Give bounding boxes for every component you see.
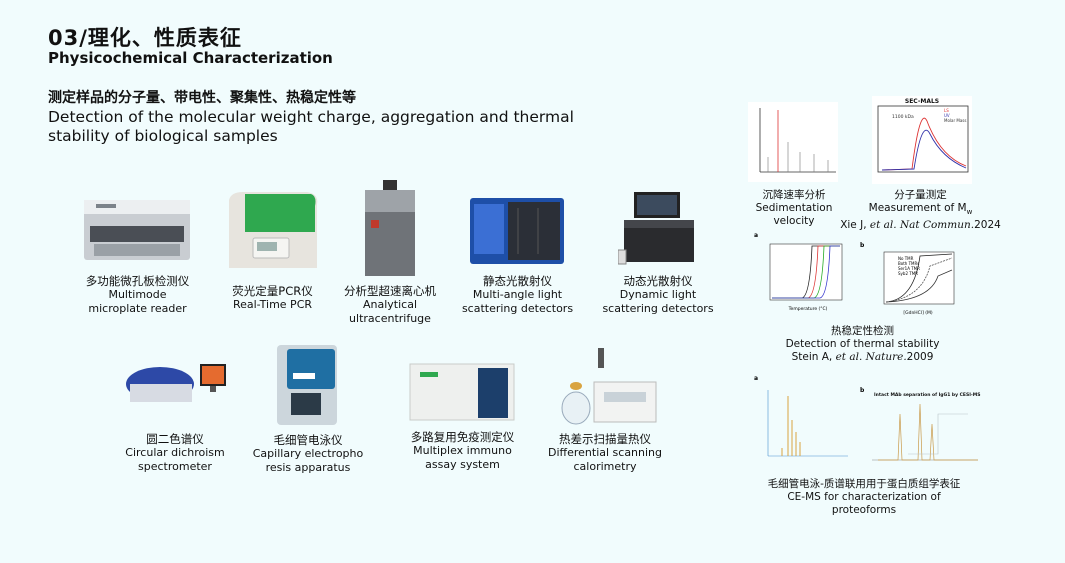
caption-cn: 分子量测定 — [894, 189, 947, 201]
instrument-label-cn: 圆二色谱仪 — [146, 432, 204, 446]
instrument-multiplex-immunoassay: 多路复用免疫测定仪 Multiplex immuno assay system — [395, 360, 530, 472]
instrument-label-en: scattering detectors — [602, 302, 714, 315]
caption-cn: 热稳定性检测 — [831, 325, 894, 337]
ce-ms-caption: 毛细管电泳-质谱联用用于蛋白质组学表征 CE-MS for characteri… — [755, 478, 973, 517]
ce-ms-figure-a: a — [752, 372, 852, 468]
instrument-label-en: Capillary electropho — [252, 447, 364, 460]
instrument-label-cn: 热差示扫描量热仪 — [559, 432, 651, 446]
instrument-label-en: Analytical — [362, 298, 418, 311]
page-title: 03/理化、性质表征 — [48, 26, 242, 50]
thermal-legend: Ser1A TMR — [898, 266, 920, 271]
thermal-caption: 热稳定性检测 Detection of thermal stability St… — [760, 325, 965, 364]
ce-apparatus-image — [273, 345, 343, 427]
pcr-machine-image — [223, 188, 323, 278]
cd-spectrometer-image — [120, 354, 230, 426]
instrument-label-en: Multi-angle light — [472, 288, 563, 301]
caption-en: proteoforms — [831, 504, 897, 516]
panel-label-a: a — [754, 232, 758, 239]
instrument-label-cn: 荧光定量PCR仪 — [232, 284, 313, 298]
instrument-label-en: scattering detectors — [461, 302, 574, 315]
mw-caption: 分子量测定 Measurement of Mw Xie J, et al. Na… — [838, 189, 1003, 232]
sec-mals-chart-title: SEC-MALS — [905, 98, 939, 105]
instrument-label-cn: 多路复用免疫测定仪 — [410, 430, 515, 444]
instrument-capillary-electrophoresis: 毛细管电泳仪 Capillary electropho resis appara… — [248, 345, 368, 475]
page-title-en: Physicochemical Characterization — [48, 49, 333, 67]
sedimentation-caption: 沉降速率分析 Sedimentation velocity — [748, 189, 840, 228]
instrument-label-cn: 毛细管电泳仪 — [273, 433, 343, 447]
instrument-label-en: Dynamic light — [619, 288, 697, 301]
instrument-circular-dichroism: 圆二色谱仪 Circular dichroism spectrometer — [110, 354, 240, 474]
section-subtitle-en: Detection of the molecular weight charge… — [48, 108, 574, 145]
sec-mals-legend: Molar Mass — [944, 118, 966, 123]
caption-citation: Stein A, et al. Nature.2009 — [791, 351, 934, 363]
ce-ms-chart-title: Intact MAb separation of IgG1 by CESI-MS — [874, 392, 981, 398]
instrument-microplate-reader: 多功能微孔板检测仪 Multimode microplate reader — [70, 190, 205, 316]
dls-instrument-image — [618, 192, 698, 268]
instrument-label-en: Multiplex immuno — [413, 444, 512, 457]
instrument-label-en: Multimode — [108, 288, 167, 301]
panel-label-b: b — [860, 387, 865, 394]
instrument-label-en: ultracentrifuge — [349, 312, 431, 325]
instrument-label-en: assay system — [425, 458, 500, 471]
thermal-legend: No TMR — [898, 256, 914, 261]
sedimentation-velocity-figure — [748, 102, 838, 182]
instrument-label-cn: 分析型超速离心机 — [344, 284, 436, 298]
instrument-dsc: 热差示扫描量热仪 Differential scanning calorimet… — [540, 346, 670, 474]
instrument-label-cn: 动态光散射仪 — [623, 274, 693, 288]
sec-mals-legend: LS — [944, 108, 949, 113]
thermal-legend: Syb2 TMR — [898, 271, 918, 276]
instrument-label-en: spectrometer — [138, 460, 212, 473]
sec-mals-legend: UV — [944, 113, 950, 118]
instrument-label-en: Real-Time PCR — [232, 298, 313, 311]
instrument-realtime-pcr: 荧光定量PCR仪 Real-Time PCR — [215, 188, 330, 312]
thermal-xlabel-b: [GdnHCl] (M) — [903, 310, 933, 316]
instrument-ultracentrifuge: 分析型超速离心机 Analytical ultracentrifuge — [335, 180, 445, 326]
instrument-label-cn: 静态光散射仪 — [483, 274, 552, 288]
instrument-dls: 动态光散射仪 Dynamic light scattering detector… — [598, 192, 718, 316]
immunoassay-system-image — [408, 360, 518, 424]
instrument-label-en: Circular dichroism — [125, 446, 225, 459]
dsc-calorimeter-image — [550, 346, 660, 426]
caption-citation: Xie J, et al. Nat Commun.2024 — [840, 219, 1001, 232]
microplate-reader-image — [80, 190, 195, 268]
panel-label-a: a — [754, 375, 758, 382]
instrument-mals: 静态光散射仪 Multi-angle light scattering dete… — [455, 194, 580, 316]
thermal-xlabel-a: Temperature (°C) — [788, 306, 828, 312]
caption-en: velocity — [773, 215, 815, 227]
caption-cn: 毛细管电泳-质谱联用用于蛋白质组学表征 — [767, 478, 961, 490]
instrument-label-en: resis apparatus — [265, 461, 351, 474]
panel-label-b: b — [860, 242, 865, 249]
instrument-label-en: calorimetry — [573, 460, 637, 473]
caption-en: CE-MS for characterization of — [787, 491, 941, 503]
caption-cn: 沉降速率分析 — [762, 189, 826, 201]
caption-en: Sedimentation — [755, 202, 833, 214]
ultracentrifuge-image — [355, 180, 425, 278]
sec-mals-note: 1100 kDa — [892, 114, 914, 120]
caption-en: Measurement of Mw — [868, 202, 973, 217]
instrument-label-en: microplate reader — [88, 302, 187, 315]
thermal-legend: Both TMRs — [898, 261, 919, 266]
instrument-label-cn: 多功能微孔板检测仪 — [85, 274, 190, 288]
instrument-label-en: Differential scanning — [547, 446, 663, 459]
section-subtitle: 测定样品的分子量、带电性、聚集性、热稳定性等 — [48, 90, 356, 106]
caption-en: Detection of thermal stability — [785, 338, 940, 350]
mals-detector-image — [468, 194, 568, 268]
